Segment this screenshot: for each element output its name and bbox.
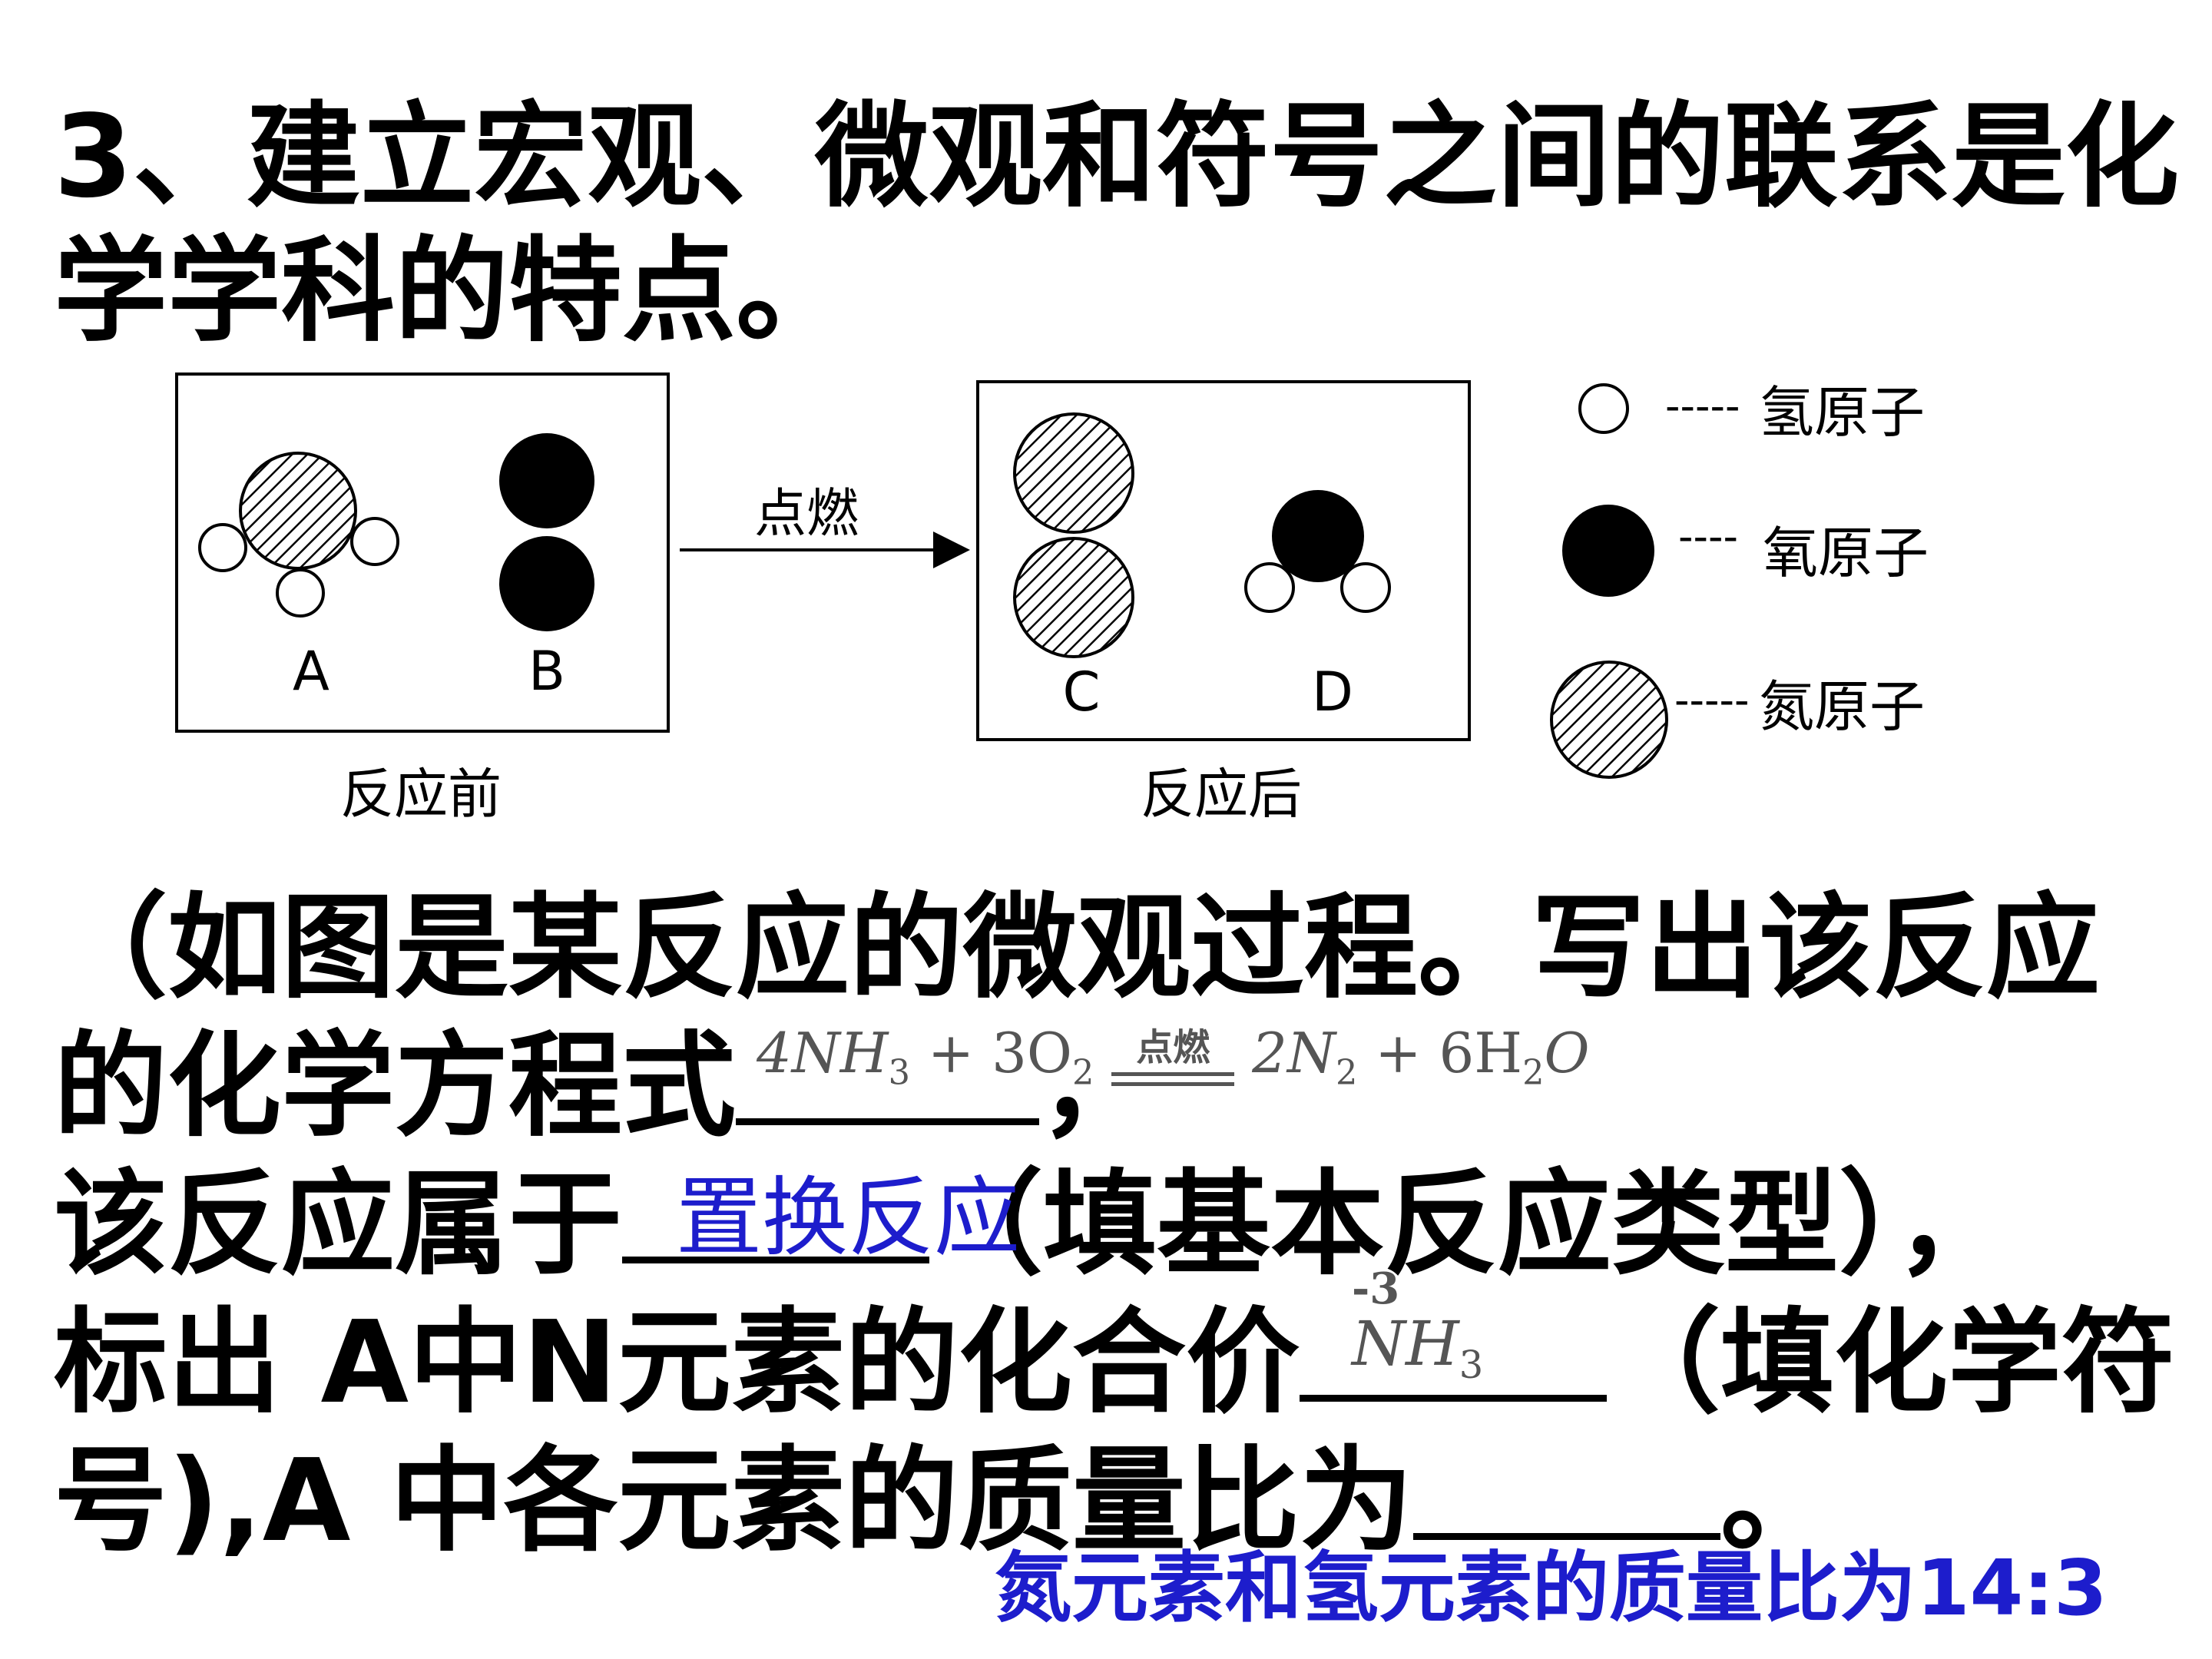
question-line-1: 3、建立宏观、微观和符号之间的联系是化 xyxy=(54,91,2179,223)
label-d: D xyxy=(1312,661,1353,724)
before-box xyxy=(175,373,670,733)
nitrogen-atom-a xyxy=(239,452,357,570)
hydrogen-atom-d1 xyxy=(1244,562,1295,613)
body-line-3-text: 该反应属于 xyxy=(54,1158,622,1290)
arrow-label: 点燃 xyxy=(754,484,859,545)
hydrogen-atom-a2 xyxy=(350,517,399,566)
nitrogen-atom-icon xyxy=(1550,661,1668,779)
legend-label-hydrogen: 氢原子 xyxy=(1759,380,1925,445)
answer-blank-equation[interactable] xyxy=(736,1118,1039,1125)
molecule-a xyxy=(198,452,399,618)
answer-blank-reaction-type[interactable] xyxy=(622,1257,929,1263)
body-line-2-text: 的化学方程式 xyxy=(54,1020,736,1152)
body-line-3-tail: （填基本反应类型）， xyxy=(929,1158,2009,1290)
molecule-c xyxy=(1013,412,1134,658)
legend-label-oxygen: 氧原子 xyxy=(1763,521,1929,585)
body-line-4-text: 标出 A中N元素的化合价 xyxy=(54,1296,1300,1429)
hydrogen-atom-a1 xyxy=(198,523,247,572)
hydrogen-atom-a3 xyxy=(276,568,325,618)
legend-dash-hydrogen: ----- xyxy=(1665,382,1740,430)
body-line-4-tail: （填化学符 xyxy=(1606,1296,2175,1429)
reaction-type-answer: 置换反应 xyxy=(676,1168,1020,1268)
hydrogen-atom-d2 xyxy=(1340,562,1391,613)
after-caption: 反应后 xyxy=(1141,763,1302,826)
after-box xyxy=(976,380,1471,741)
chemical-equation-answer: 4NH3 + 3O2 点燃 2N2 + 6H2O xyxy=(757,1021,1590,1093)
nitrogen-atom-c1 xyxy=(1013,412,1134,534)
body-line-1: （如图是某反应的微观过程。写出该反应 xyxy=(54,882,2100,1014)
label-b: B xyxy=(528,640,565,703)
question-line-2: 学学科的特点。 xyxy=(54,225,849,357)
body-line-2: 的化学方程式， xyxy=(54,1029,1153,1143)
mass-ratio-answer: 氮元素和氢元素的质量比为14:3 xyxy=(995,1543,2108,1633)
body-line-4: 标出 A中N元素的化合价（填化学符 xyxy=(54,1306,2175,1419)
oxygen-atom-b2 xyxy=(499,536,594,631)
legend-dash-oxygen: ---- xyxy=(1678,512,1738,561)
body-line-5-text: 号),A 中各元素的质量比为 xyxy=(54,1435,1413,1567)
answer-blank-mass-ratio[interactable] xyxy=(1412,1533,1720,1540)
body-line-5-tail: 。 xyxy=(1720,1435,1834,1567)
legend: ----- 氢原子 ---- 氧原子 ----- 氮原子 xyxy=(1550,380,1929,779)
valence-answer: -3 NH3 xyxy=(1352,1263,1484,1387)
reaction-diagram: A B 反应前 点燃 C D 反应后 ----- 氢原子 ---- 氧原子 --… xyxy=(175,373,1929,826)
label-c: C xyxy=(1063,661,1101,724)
nitrogen-atom-c2 xyxy=(1013,537,1134,658)
legend-dash-nitrogen: ----- xyxy=(1674,676,1749,724)
legend-label-nitrogen: 氮原子 xyxy=(1759,674,1925,739)
oxygen-atom-d xyxy=(1272,490,1364,582)
valence-charge: -3 xyxy=(1352,1263,1400,1314)
hydrogen-atom-icon xyxy=(1578,383,1629,434)
label-a: A xyxy=(293,640,329,703)
molecule-d xyxy=(1244,490,1391,613)
before-caption: 反应前 xyxy=(340,763,502,826)
oxygen-atom-icon xyxy=(1562,505,1654,597)
body-line-2-comma: ， xyxy=(1039,1020,1153,1152)
body-line-3: 该反应属于（填基本反应类型）， xyxy=(54,1167,2009,1281)
oxygen-atom-b1 xyxy=(499,433,594,528)
reaction-condition: 点燃 xyxy=(1111,1029,1235,1086)
molecule-b xyxy=(499,433,594,631)
answer-blank-valence[interactable] xyxy=(1299,1395,1607,1402)
body-line-5: 号),A 中各元素的质量比为。 xyxy=(54,1444,1834,1558)
